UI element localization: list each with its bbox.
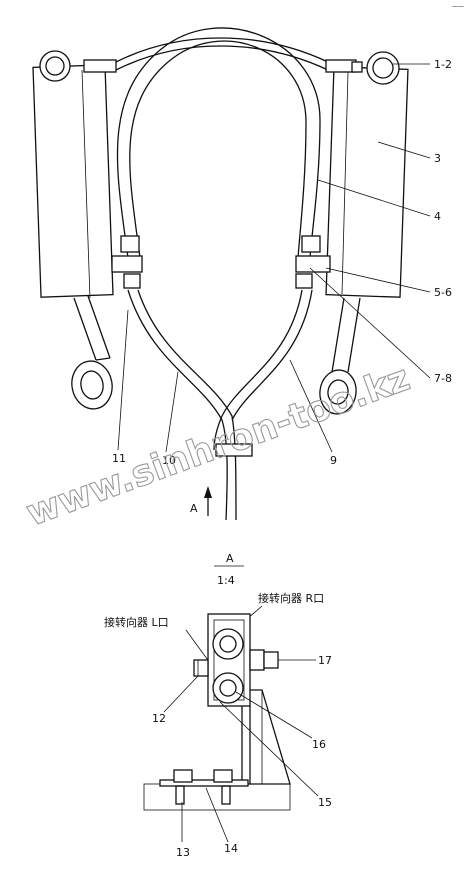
view-arrow-a: A [190, 486, 212, 516]
right-tee-fitting [295, 235, 331, 289]
part-label-5-6: 5-6 [434, 286, 452, 299]
part-label-7-8: 7-8 [434, 372, 452, 385]
port-l [212, 672, 244, 704]
section-view-a: A 1:4 接转向器 R口 接转向器 L口 [104, 552, 332, 859]
part-label-1-2: 1-2 [434, 58, 452, 71]
corner-mark: —— [452, 3, 464, 10]
part-label-16: 16 [312, 738, 326, 751]
part-label-17: 17 [318, 654, 332, 667]
section-view-scale: 1:4 [217, 574, 235, 587]
upper-assembly-view: A 1-2 3 4 5-6 7-8 9 10 11 [32, 27, 452, 521]
port-label-r: 接转向器 R口 [258, 591, 324, 605]
part-label-13: 13 [176, 846, 190, 859]
section-view-title: A [226, 552, 234, 565]
part-label-12: 12 [152, 712, 166, 725]
part-label-11: 11 [112, 452, 126, 465]
fitting-12 [193, 659, 209, 677]
upper-cross-hoses [83, 37, 363, 73]
port-label-l: 接转向器 L口 [104, 615, 169, 629]
left-tee-fitting [111, 235, 143, 289]
view-arrow-label: A [190, 502, 198, 515]
upper-leader-lines [117, 63, 431, 453]
part-label-14: 14 [224, 842, 238, 855]
base-plate [143, 769, 291, 811]
loop-hoses [116, 27, 321, 259]
part-label-4: 4 [434, 210, 441, 223]
part-label-9: 9 [330, 454, 337, 467]
part-label-3: 3 [434, 152, 441, 165]
right-cylinder [319, 51, 409, 415]
port-r [212, 628, 244, 660]
lower-hoses [127, 289, 313, 521]
section-leader-lines [163, 659, 319, 843]
fitting-17 [249, 649, 279, 671]
part-label-10: 10 [162, 454, 176, 467]
part-label-15: 15 [318, 796, 332, 809]
left-cylinder [32, 50, 114, 410]
